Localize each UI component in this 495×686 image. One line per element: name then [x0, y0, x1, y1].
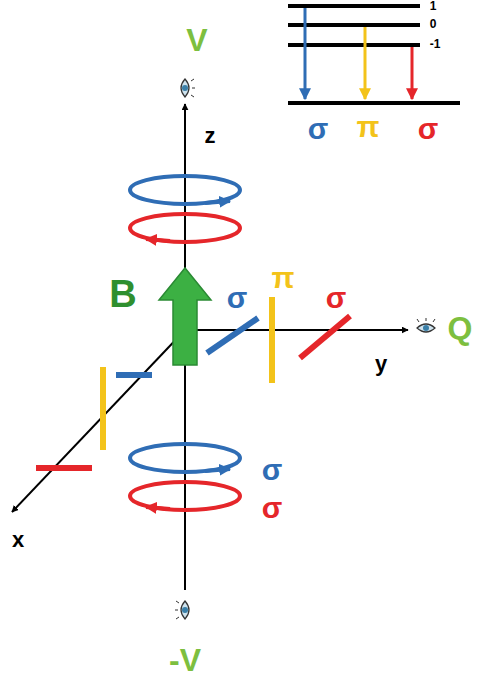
- linear-polarisation: [36, 297, 350, 468]
- observer-label: Q: [448, 312, 473, 344]
- polarisation-label: σ: [262, 493, 283, 523]
- transition-label: π: [357, 112, 380, 142]
- polarisation-label: σ: [326, 283, 347, 313]
- axis-label: x: [12, 529, 24, 551]
- axis-label: z: [205, 125, 216, 147]
- axes: [12, 104, 408, 590]
- observer-eye: [175, 79, 435, 619]
- level-number: -1: [430, 38, 441, 50]
- polarisation-label: σ: [262, 455, 283, 485]
- level-number: 0: [430, 18, 437, 30]
- observer-label: V: [186, 24, 207, 56]
- transition-label: σ: [418, 114, 439, 144]
- field-arrow: [159, 268, 211, 365]
- field-label: B: [109, 275, 136, 313]
- axis-label: y: [375, 353, 387, 375]
- energy-levels: [288, 6, 460, 103]
- polarisation-label: σ: [227, 283, 248, 313]
- polarisation-label: π: [272, 263, 295, 293]
- observer-label: -V: [169, 644, 201, 676]
- level-number: 1: [430, 0, 437, 12]
- transition-label: σ: [308, 114, 329, 144]
